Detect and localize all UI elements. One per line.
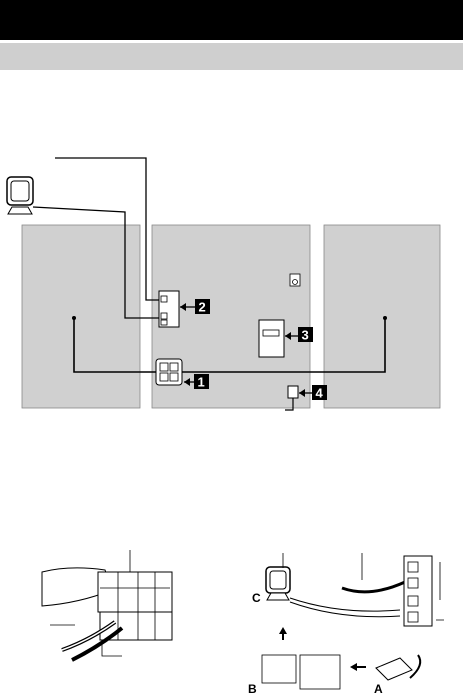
right-speaker-panel — [324, 225, 440, 408]
callout-4: 4 — [316, 386, 324, 401]
detail-letter-a: A — [374, 682, 383, 696]
power-plug — [288, 386, 298, 398]
speaker-wire-insertion-detail — [42, 550, 172, 660]
callout-3: 3 — [302, 328, 309, 343]
am-loop-antenna-icon — [7, 177, 33, 214]
detail-letter-b: B — [248, 682, 257, 696]
voltage-selector — [259, 320, 284, 357]
callout-2: 2 — [199, 300, 206, 315]
callout-1: 1 — [198, 375, 205, 390]
left-speaker-panel — [22, 225, 140, 408]
detail-letter-c: C — [252, 591, 261, 605]
antenna-assembly-detail: C B A — [248, 553, 444, 696]
